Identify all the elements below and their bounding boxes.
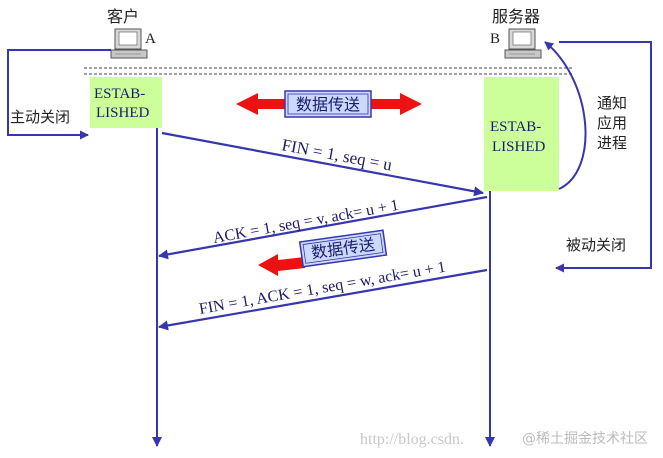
fin2-label: FIN = 1, ACK = 1, seq = w, ack= u + 1 [198,259,447,318]
fin1-arrow [161,131,484,197]
watermark-url: http://blog.csdn. [360,431,464,448]
active-close-label: 主动关闭 [10,108,70,126]
server-computer-icon [504,28,542,59]
data-transfer-double-arrow [236,90,422,118]
client-state-box [90,77,162,128]
notify-app-curve [544,41,587,190]
data-transfer-left-arrow [258,254,305,276]
client-state-label: ESTAB- LISHED [94,86,149,121]
passive-close-bracket [555,41,652,273]
client-title: 客户 [107,7,139,26]
client-id-label: A [145,31,156,47]
data-transfer-top-box [284,90,372,118]
active-close-bracket [7,49,111,140]
server-title: 服务器 [492,7,540,26]
server-id-label: B [490,31,500,47]
ack1-arrow [158,195,488,260]
data-transfer-top-label: 数据传送 [296,95,360,114]
passive-close-label: 被动关闭 [566,236,626,254]
notify-app-label: 通知 应用 进程 [597,94,632,152]
client-computer-icon [110,28,148,59]
server-state-label: ESTAB- LISHED [490,119,545,155]
watermark-brand: @稀土掘金技术社区 [522,431,648,447]
fin2-arrow [158,268,488,331]
server-state-box [484,77,559,191]
data-transfer-mid-box [298,229,388,268]
fin1-label: FIN = 1, seq = u [280,135,394,174]
data-transfer-mid-box-group: 数据传送 [298,229,388,268]
